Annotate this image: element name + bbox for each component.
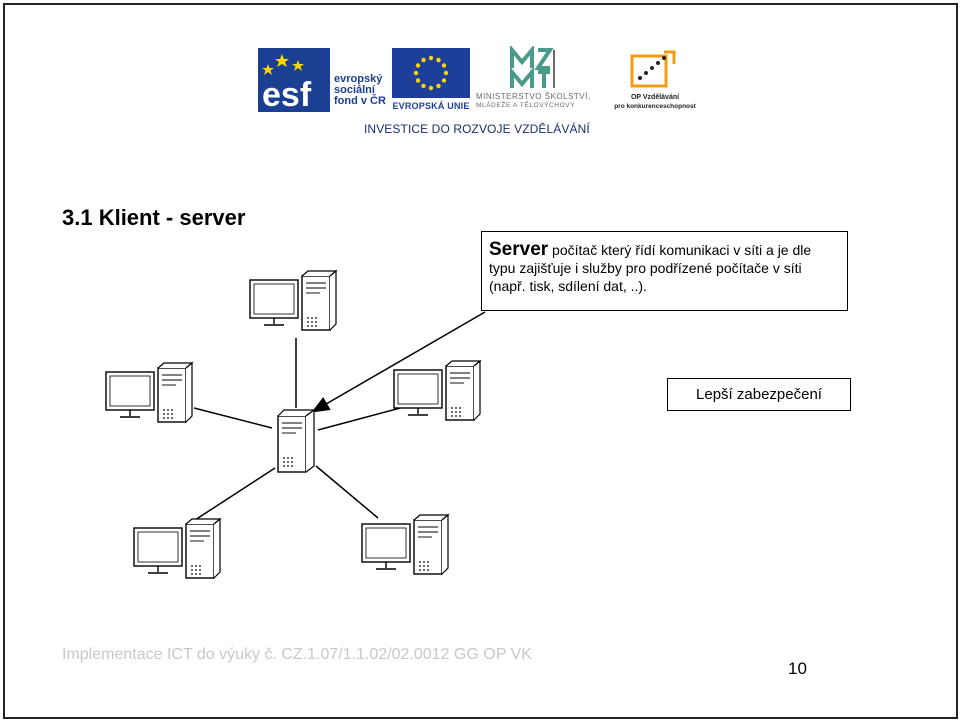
eu-flag-icon bbox=[392, 48, 470, 98]
esf-line-1: evropský bbox=[334, 73, 383, 85]
eu-star-icon bbox=[443, 70, 449, 76]
esf-wordmark: evropský sociální fond v ČR bbox=[334, 74, 386, 107]
workstation-upper-left bbox=[105, 362, 193, 423]
eu-star-icon bbox=[441, 63, 447, 68]
op-mark-icon bbox=[630, 50, 676, 88]
slide-title: 3.1 Klient - server bbox=[62, 205, 246, 230]
link-upper-right bbox=[317, 406, 405, 431]
link-lower-right bbox=[315, 465, 379, 519]
security-badge: Lepší zabezpečení bbox=[667, 378, 851, 411]
op-line-1: OP Vzdělávání bbox=[630, 94, 680, 101]
op-line-2: pro konkurenceschopnost bbox=[614, 103, 696, 110]
msmt-mark-icon bbox=[510, 46, 555, 88]
esf-logo: esf evropský sociální fond v ČR bbox=[258, 48, 386, 112]
eu-star-icon bbox=[415, 78, 421, 83]
workstation-lower-right bbox=[361, 514, 449, 575]
eu-star-icon bbox=[428, 85, 434, 91]
eu-star-icon bbox=[413, 70, 419, 76]
esf-line-2: sociální bbox=[334, 84, 375, 96]
callout-arrow bbox=[311, 311, 486, 413]
server-icon bbox=[277, 409, 315, 473]
footer-project-text: Implementace ICT do výuky č. CZ.1.07/1.1… bbox=[62, 646, 532, 663]
msmt-line-1: MINISTERSTVO ŠKOLSTVÍ, bbox=[476, 92, 591, 101]
eu-star-icon bbox=[436, 57, 441, 63]
esf-mark-icon: esf bbox=[258, 48, 330, 112]
svg-text:esf: esf bbox=[262, 76, 312, 112]
callout-bold-term: Server bbox=[489, 239, 549, 260]
link-upper-left bbox=[193, 407, 273, 429]
eu-star-icon bbox=[441, 78, 447, 83]
esf-line-3: fond v ČR bbox=[334, 95, 386, 107]
logo-band: esf evropský sociální fond v ČR EVROPSKÁ… bbox=[258, 46, 698, 136]
eu-logo: EVROPSKÁ UNIE bbox=[392, 48, 470, 112]
invest-caption: INVESTICE DO ROZVOJE VZDĚLÁVÁNÍ bbox=[364, 122, 590, 136]
workstation-lower-left bbox=[133, 518, 221, 579]
op-logo: OP Vzdělávání pro konkurenceschopnost bbox=[610, 50, 700, 114]
eu-star-icon bbox=[415, 63, 421, 68]
server-callout: Server počítač který řídí komunikaci v s… bbox=[481, 231, 848, 311]
msmt-logo: MINISTERSTVO ŠKOLSTVÍ, MLÁDEŽE A TĚLOVÝC… bbox=[476, 46, 606, 110]
eu-star-icon bbox=[421, 57, 426, 63]
workstation-top bbox=[249, 270, 337, 331]
eu-star-icon bbox=[428, 55, 434, 61]
network-links bbox=[193, 338, 405, 521]
msmt-line-2: MLÁDEŽE A TĚLOVÝCHOVY bbox=[476, 102, 576, 109]
eu-label: EVROPSKÁ UNIE bbox=[392, 101, 470, 111]
eu-star-icon bbox=[436, 83, 441, 89]
link-lower-left bbox=[194, 467, 276, 521]
page-number: 10 bbox=[788, 659, 807, 678]
eu-star-icon bbox=[421, 83, 426, 89]
callout-description: počítač který řídí komunikaci v síti a j… bbox=[489, 242, 812, 294]
workstation-upper-right bbox=[393, 360, 481, 421]
